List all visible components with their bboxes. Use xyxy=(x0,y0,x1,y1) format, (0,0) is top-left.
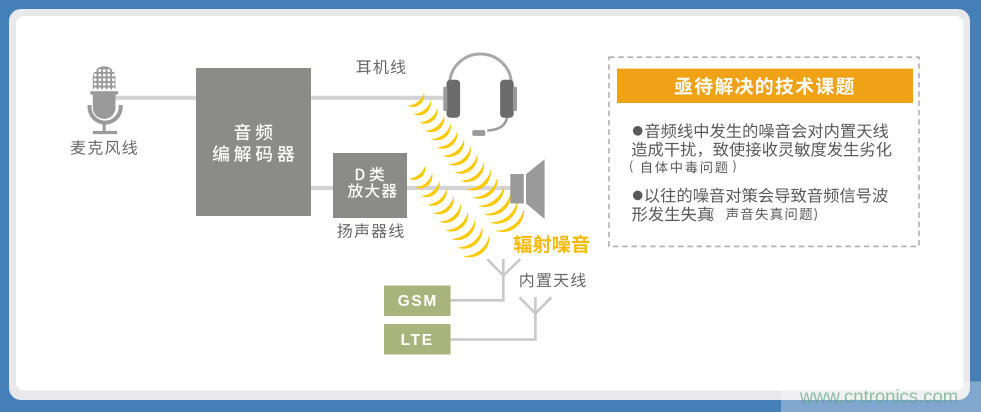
svg-text:www.cntronics.com: www.cntronics.com xyxy=(799,386,958,407)
svg-text:GSM: GSM xyxy=(398,293,438,310)
svg-text:LTE: LTE xyxy=(401,332,434,349)
